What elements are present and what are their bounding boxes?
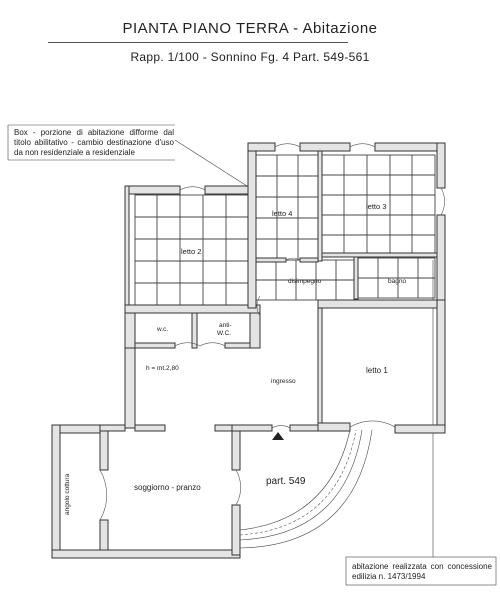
box-note-frame [7, 124, 175, 161]
door-swings [99, 143, 445, 521]
room-label-letto1: letto 1 [366, 366, 388, 375]
room-label-ingresso: ingresso [271, 378, 296, 385]
walls [51, 142, 446, 559]
tile-grid-letto4 [255, 154, 321, 261]
room-label-wc: w.c. [157, 326, 169, 333]
room-label-letto3: letto 3 [366, 202, 387, 211]
title-underline [48, 42, 348, 43]
room-label-soggiorno: soggiorno - pranzo [134, 483, 201, 492]
entrance-arrow-icon [272, 432, 284, 440]
concession-note: abitazione realizzata con concessione ed… [352, 562, 492, 581]
room-label-letto2: letto 2 [181, 247, 202, 256]
box-note: Box - porzione di abitazione difforme da… [14, 128, 174, 157]
plan-title: PIANTA PIANO TERRA - Abitazione [122, 20, 378, 37]
curved-veranda [239, 429, 373, 549]
box-note-leader [174, 139, 248, 187]
room-label-disimpegno: disimpegno [288, 278, 322, 285]
ceiling-height-label: h = mt.2,80 [146, 365, 179, 372]
parcel-label: part. 549 [266, 476, 306, 487]
room-label-angolo-cottura: angolo cottura [64, 473, 71, 515]
plan-subtitle: Rapp. 1/100 - Sonnino Fg. 4 Part. 549-56… [130, 50, 370, 64]
room-label-antiwc-1: anti- [219, 322, 232, 329]
room-label-letto4: letto 4 [272, 209, 293, 218]
room-label-antiwc-2: W.C. [217, 330, 232, 337]
room-label-bagno: bagno [388, 278, 407, 285]
concession-note-frame [345, 556, 497, 586]
